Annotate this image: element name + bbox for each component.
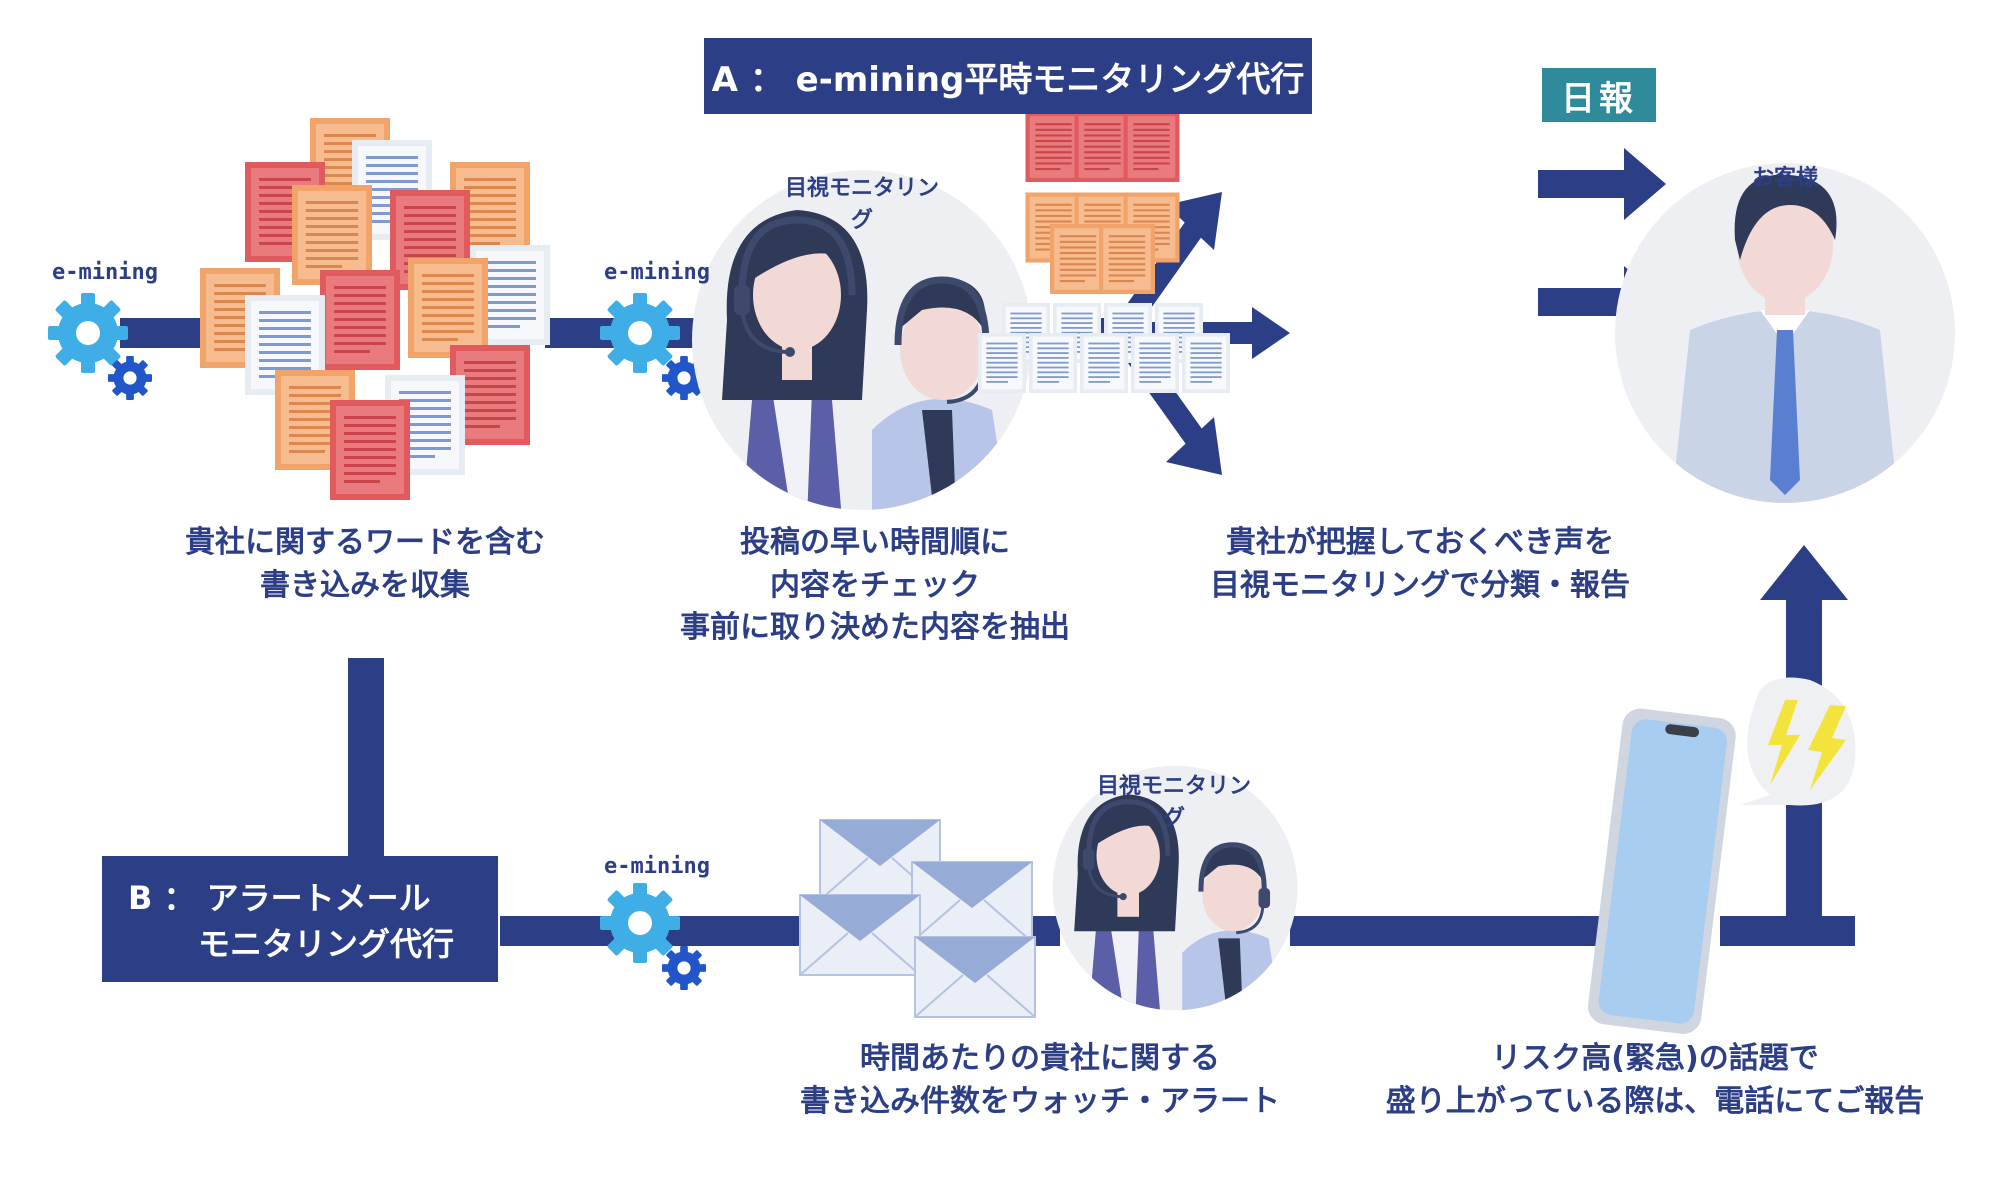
risk-line1: リスク高(緊急)の話題で	[1491, 1041, 1819, 1076]
risk-line2: 盛り上がっている際は、電話にてご報告	[1385, 1083, 1925, 1119]
check-description: 投稿の早い時間順に 内容をチェック 事前に取り決めた内容を抽出	[640, 522, 1110, 650]
daily-report-badge: 日報	[1542, 68, 1656, 122]
risk-description: リスク高(緊急)の話題で 盛り上がっている際は、電話にてご報告	[1345, 1038, 1965, 1123]
gear-icon	[600, 293, 706, 400]
classify-line1: 貴社が把握しておくべき声を	[1225, 525, 1615, 560]
alert-description: 時間あたりの貴社に関する 書き込み件数をウォッチ・アラート	[770, 1038, 1310, 1123]
check-line2: 内容をチェック	[770, 567, 980, 603]
document-pile	[200, 118, 550, 500]
collect-line2: 書き込みを収集	[260, 567, 470, 603]
collect-line1: 貴社に関するワードを含む	[185, 525, 545, 560]
check-line3: 事前に取り決めた内容を抽出	[680, 610, 1070, 646]
alert-line1: 時間あたりの貴社に関する	[860, 1041, 1220, 1076]
gear-icon	[600, 883, 706, 990]
classify-description: 貴社が把握しておくべき声を 目視モニタリングで分類・報告	[1160, 522, 1680, 607]
collect-description: 貴社に関するワードを含む 書き込みを収集	[130, 522, 600, 607]
branch-arrowheads	[1166, 192, 1290, 475]
alert-line2: 書き込み件数をウォッチ・アラート	[800, 1083, 1280, 1119]
customer-icon	[1615, 163, 1955, 503]
envelope-icon	[799, 819, 1036, 1018]
section-b-title: B ： アラートメール モニタリング代行	[102, 856, 498, 982]
customer-caption: お客様	[1751, 166, 1818, 191]
gear-icon	[48, 293, 152, 400]
e-mining-label: e-mining	[604, 854, 710, 879]
classify-line2: 目視モニタリングで分類・報告	[1210, 567, 1630, 603]
section-b-title-line2: モニタリング代行	[198, 925, 455, 963]
sorted-documents	[978, 112, 1230, 394]
monitoring-caption: 目視モニタリング	[1096, 774, 1251, 831]
section-b-title-line1: B ： アラートメール	[128, 879, 431, 917]
smartphone-icon	[1587, 708, 1736, 1034]
e-mining-label: e-mining	[604, 260, 710, 285]
monitoring-caption: 目視モニタリング	[784, 176, 939, 233]
e-mining-label: e-mining	[52, 260, 158, 285]
section-a-title: A ： e-mining平時モニタリング代行	[704, 38, 1312, 114]
lightning-icon	[1740, 677, 1856, 806]
check-line1: 投稿の早い時間順に	[740, 525, 1010, 560]
